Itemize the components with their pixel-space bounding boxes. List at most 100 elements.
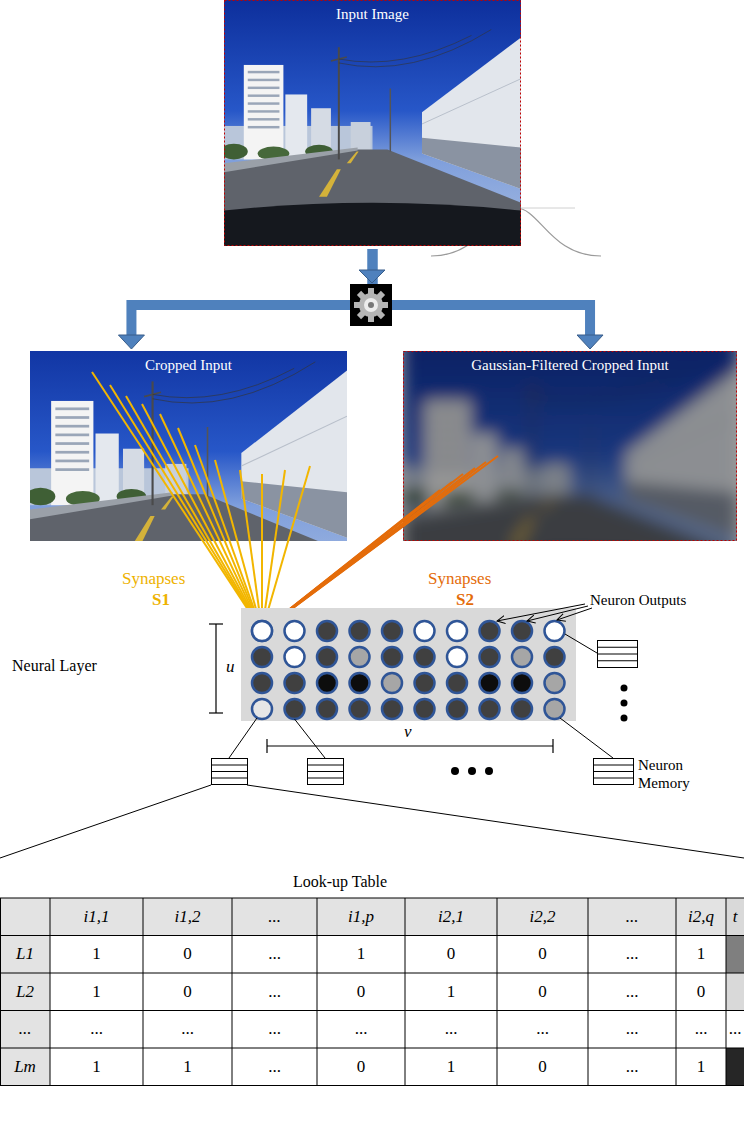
neuron [317, 621, 337, 641]
table-cell [726, 1011, 744, 1049]
memory-line [594, 778, 634, 779]
neuron [350, 647, 370, 667]
table-rule [726, 898, 727, 1086]
table-cell [143, 1011, 232, 1049]
ellipsis-dot [621, 715, 628, 722]
synapse-line [240, 470, 262, 631]
table-rule [405, 898, 406, 1086]
zoom-line [247, 785, 744, 858]
table-cell [497, 1011, 588, 1049]
table-cell-text: 1 [405, 1048, 497, 1086]
decor-use [220, 0, 521, 246]
callout-label: Neuron Outputs [590, 591, 686, 609]
table-cell [588, 1048, 676, 1086]
synapse-line [195, 445, 262, 631]
table-cell-text: L1 [0, 936, 50, 974]
table-cell-text: ... [143, 1011, 232, 1049]
synapse-line [126, 396, 262, 631]
pointer-arrow [527, 606, 588, 621]
decor-polygon [359, 270, 385, 283]
table-cell [50, 1048, 143, 1086]
table-rule [497, 898, 498, 1086]
table-rule [0, 898, 744, 899]
table-cell [317, 1048, 405, 1086]
neuron [480, 647, 500, 667]
table-cell-text: 0 [143, 973, 232, 1011]
table-cell [317, 936, 405, 974]
table-cell-text: t [726, 898, 744, 936]
arrow-head [577, 335, 603, 349]
table-cell-text: 1 [50, 1048, 143, 1086]
table-cell-text: ... [0, 1011, 50, 1049]
neuron [512, 621, 532, 641]
table-cell [232, 1011, 317, 1049]
table-cell-text: ... [497, 1011, 588, 1049]
synapse-line [215, 460, 262, 631]
table-cell [726, 973, 744, 1011]
table-cell-text: 0 [676, 973, 726, 1011]
neuron [317, 673, 337, 693]
memory-line [598, 660, 638, 661]
neuron [382, 673, 402, 693]
dimension-bracket [266, 739, 267, 753]
table-rule [0, 1085, 744, 1086]
neuron [415, 647, 435, 667]
synapse-symbol: S2 [456, 590, 474, 610]
table-rule [676, 898, 677, 1086]
decor-svg [399, 329, 737, 600]
decor-rect [404, 352, 737, 541]
leader-line [295, 719, 326, 758]
table-cell-text: 0 [317, 973, 405, 1011]
table-rule [0, 973, 744, 974]
table-cell [143, 1048, 232, 1086]
table-rule [143, 898, 144, 1086]
neuron [545, 699, 565, 719]
neuron [512, 673, 532, 693]
ellipsis-dot [468, 767, 476, 775]
table-cell [588, 973, 676, 1011]
memory-line [594, 771, 634, 772]
zoom-line [0, 785, 211, 858]
decor-rect [350, 284, 392, 326]
neuron [252, 699, 272, 719]
table-cell [497, 973, 588, 1011]
memory-box [308, 759, 344, 785]
table-cell-text: 0 [497, 1048, 588, 1086]
table-cell [143, 898, 232, 936]
image-panel: Cropped Input [30, 351, 347, 541]
table-cell-text: ... [588, 1048, 676, 1086]
table-cell [317, 898, 405, 936]
neuron [285, 673, 305, 693]
memory-line [308, 771, 344, 772]
table-cell [232, 936, 317, 974]
synapse-line [178, 428, 262, 631]
neuron [512, 699, 532, 719]
dimension-label: u [226, 657, 235, 677]
memory-box [598, 641, 638, 668]
table-cell [50, 973, 143, 1011]
memory-line [308, 778, 344, 779]
table-cell [143, 973, 232, 1011]
table-cell-text: i1,2 [143, 898, 232, 936]
block-arrow [118, 249, 372, 349]
decor-rect [225, 1, 521, 246]
table-cell [676, 1048, 726, 1086]
table-cell [50, 936, 143, 974]
decor-svg [26, 329, 347, 600]
table-cell [232, 973, 317, 1011]
table-cell-text: ... [232, 1011, 317, 1049]
table-cell-text: ... [588, 973, 676, 1011]
table-cell [232, 1048, 317, 1086]
arrow-shaft [131, 249, 372, 336]
neuron [447, 699, 467, 719]
table-rule [50, 898, 51, 1086]
synapse-line [262, 470, 285, 631]
table-cell-text: 0 [405, 936, 497, 974]
table-cell [405, 898, 497, 936]
table-rule [317, 898, 318, 1086]
arrow-shaft [373, 249, 591, 336]
table-cell-text: L2 [0, 973, 50, 1011]
panel-title: Cropped Input [145, 356, 232, 374]
table-rule [232, 898, 233, 1086]
table-cell [497, 1048, 588, 1086]
